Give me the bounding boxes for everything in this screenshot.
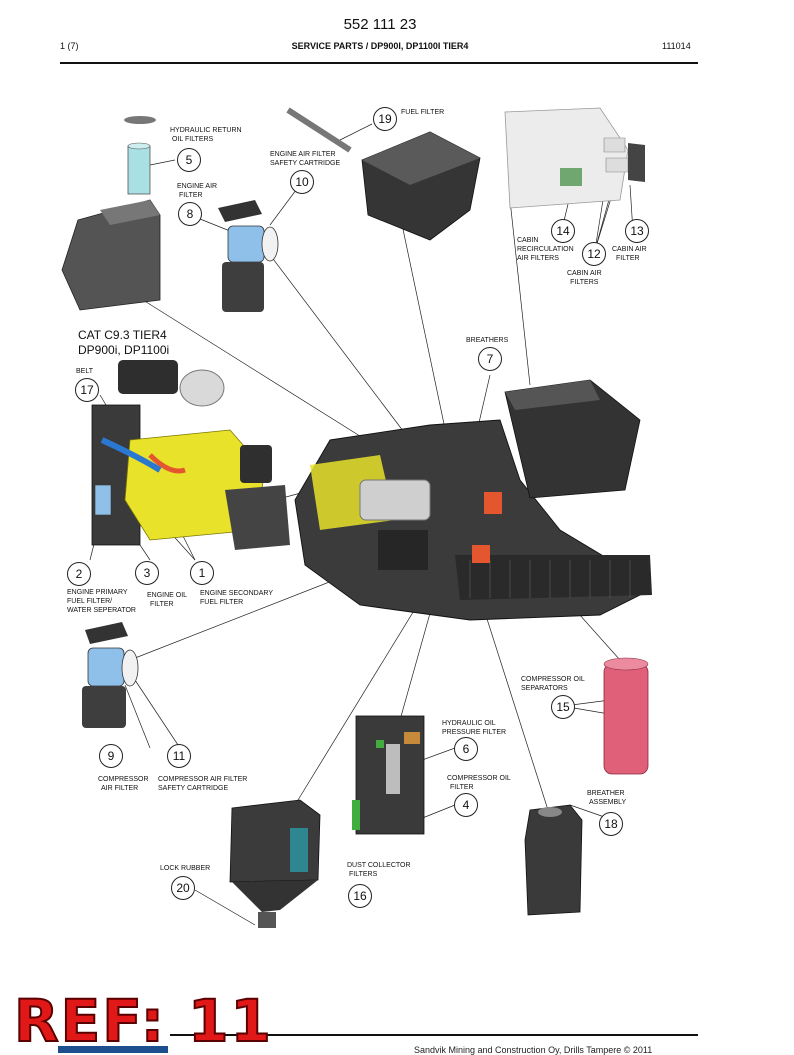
label-breather-assembly: BREATHER ASSEMBLY (587, 790, 627, 806)
label-hydraulic-oil-pressure-filter: HYDRAULIC OIL PRESSURE FILTER (442, 720, 507, 736)
callout-8[interactable]: 8 (178, 202, 202, 226)
compressor-oil-separator-art (603, 657, 649, 775)
hydraulic-return-filter-art (124, 116, 156, 195)
engine-heading: CAT C9.3 TIER4 DP900i, DP1100i (78, 328, 170, 357)
ref-stamp: REF: 11 (13, 987, 273, 1055)
label-cabin-air-filter: CABIN AIR FILTER (612, 246, 647, 262)
footer-rule (170, 1034, 698, 1036)
callout-20[interactable]: 20 (171, 876, 195, 900)
callout-6[interactable]: 6 (454, 737, 478, 761)
callout-19[interactable]: 19 (373, 107, 397, 131)
callout-9[interactable]: 9 (99, 744, 123, 768)
engine-air-filter-art (218, 200, 279, 312)
callout-1[interactable]: 1 (190, 561, 214, 585)
fuel-tank-art (286, 107, 481, 241)
cabin-art (504, 107, 645, 209)
copyright-text: Sandvik Mining and Construction Oy, Dril… (414, 1045, 653, 1055)
label-engine-primary-fuel-filter: ENGINE PRIMARY FUEL FILTER/ WATER SEPERA… (67, 589, 136, 614)
label-fuel-filter: FUEL FILTER (401, 109, 445, 116)
callout-17[interactable]: 17 (75, 378, 99, 402)
callout-5[interactable]: 5 (177, 148, 201, 172)
company-logo (58, 1046, 168, 1053)
breather-assembly-art (524, 804, 583, 916)
label-engine-air-filter: ENGINE AIR FILTER (177, 183, 218, 199)
document-number: 552 111 23 (343, 16, 417, 33)
label-belt: BELT (76, 368, 93, 375)
dust-collector-art (229, 799, 321, 928)
document-date: 111014 (662, 41, 691, 51)
hydraulic-tank-art (61, 199, 161, 311)
callout-10[interactable]: 10 (290, 170, 314, 194)
label-cabin-air-filters: CABIN AIR FILTERS (567, 270, 602, 286)
label-dust-collector-filters: DUST COLLECTOR FILTERS (347, 862, 411, 878)
label-compressor-air-filter: COMPRESSOR AIR FILTER (98, 776, 149, 792)
callout-16[interactable]: 16 (348, 884, 372, 908)
callout-2[interactable]: 2 (67, 562, 91, 586)
label-compressor-oil-separators: COMPRESSOR OIL SEPARATORS (521, 676, 585, 692)
label-engine-air-filter-safety: ENGINE AIR FILTER SAFETY CARTRIDGE (270, 151, 341, 167)
label-compressor-air-filter-safety: COMPRESSOR AIR FILTER SAFETY CARTRIDGE (158, 776, 248, 792)
document-title: SERVICE PARTS / DP900I, DP1100I TIER4 (291, 41, 469, 51)
engine-assembly-art (91, 360, 290, 550)
callout-11[interactable]: 11 (167, 744, 191, 768)
label-cabin-recirculation: CABIN RECIRCULATION AIR FILTERS (517, 237, 574, 262)
label-engine-secondary-fuel-filter: ENGINE SECONDARY FUEL FILTER (200, 590, 273, 606)
callout-3[interactable]: 3 (135, 561, 159, 585)
callout-12[interactable]: 12 (582, 242, 606, 266)
label-breathers: BREATHERS (466, 337, 509, 344)
label-compressor-oil-filter: COMPRESSOR OIL FILTER (447, 775, 511, 791)
label-lock-rubber: LOCK RUBBER (160, 865, 211, 872)
callout-15[interactable]: 15 (551, 695, 575, 719)
callout-4[interactable]: 4 (454, 793, 478, 817)
callout-13[interactable]: 13 (625, 219, 649, 243)
header-rule (60, 62, 698, 64)
callout-7[interactable]: 7 (478, 347, 502, 371)
callout-18[interactable]: 18 (599, 812, 623, 836)
compressor-air-filter-art (82, 622, 139, 728)
label-engine-oil-filter: ENGINE OIL FILTER (147, 592, 188, 608)
drill-rig-machine-art (294, 379, 652, 621)
label-hydraulic-return-filters: HYDRAULIC RETURN OIL FILTERS (170, 127, 242, 143)
callout-14[interactable]: 14 (551, 219, 575, 243)
hydraulic-pressure-filter-art (352, 715, 425, 835)
page-number: 1 (7) (60, 41, 79, 51)
